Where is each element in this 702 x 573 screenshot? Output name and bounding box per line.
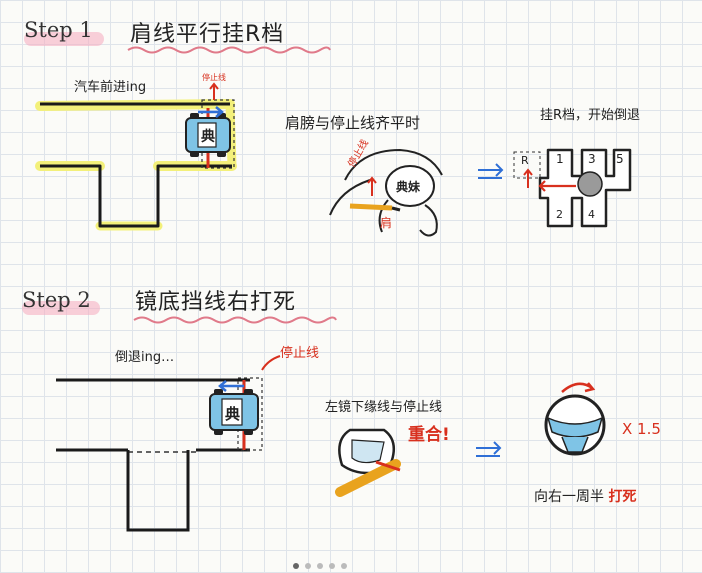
step2-turn-note: 向右一周半 打死 — [534, 486, 636, 506]
step2-title-underline — [133, 316, 337, 324]
carousel-dot[interactable] — [329, 563, 335, 569]
step2-turn-note-prefix: 向右一周半 — [534, 489, 604, 505]
step2-reverse-arrow — [218, 380, 244, 392]
step2-bay — [126, 450, 190, 532]
steering-wheel-icon — [544, 382, 606, 456]
gear-4: 4 — [588, 208, 595, 221]
step1-shoulder-label: 肩 — [380, 216, 393, 230]
gear-2: 2 — [556, 208, 563, 221]
step1-stop-line-label: 停止线 — [202, 73, 226, 82]
mirror-icon — [335, 428, 401, 497]
step1-title: 肩线平行挂R档 — [130, 22, 285, 47]
carousel-dots[interactable] — [290, 554, 350, 573]
step2-reverse-note: 倒退ing… — [115, 350, 175, 365]
step2-car-icon — [209, 389, 259, 435]
carousel-dot[interactable] — [293, 563, 299, 569]
step1-arrow-right-icon — [478, 163, 504, 179]
gear-r: R — [521, 154, 529, 167]
step1-road-line-bottom — [40, 164, 232, 228]
step2-stop-line-label: 停止线 — [280, 346, 320, 361]
step1-car-icon — [185, 113, 231, 157]
step2-coincide: 重合! — [408, 425, 450, 445]
carousel-dot[interactable] — [317, 563, 323, 569]
gear-shift-icon — [513, 148, 632, 228]
step2-arrow-right-icon — [476, 441, 502, 457]
step1-stop-arrow — [209, 82, 219, 100]
step2-title: 镜底挡线右打死 — [135, 290, 297, 315]
step1-label: Step 1 — [24, 18, 93, 42]
step2-multiplier: X 1.5 — [622, 420, 661, 438]
step1-label-highlight — [24, 32, 104, 46]
step1-driver-name: 典妹 — [396, 180, 421, 194]
step1-shoulder-note: 肩膀与停止线齐平时 — [285, 114, 421, 132]
step2-turn-note-emph: 打死 — [608, 489, 637, 505]
gear-3: 3 — [588, 152, 596, 166]
gear-1: 1 — [556, 152, 564, 166]
step1-car-glyph: 典 — [201, 129, 215, 145]
step2-mirror-note: 左镜下缘线与停止线 — [325, 400, 443, 415]
step1-forward-note: 汽车前进ing — [74, 80, 147, 95]
carousel-dot[interactable] — [341, 563, 347, 569]
step1-gear-note: 挂R档，开始倒退 — [540, 108, 641, 123]
step1-dashed-box — [201, 99, 235, 169]
step2-car-glyph: 典 — [225, 405, 241, 423]
step1-driver-icon — [329, 148, 443, 237]
step2-stop-pointer — [261, 355, 281, 371]
carousel-dot[interactable] — [305, 563, 311, 569]
step1-title-underline — [127, 46, 331, 54]
step2-label: Step 2 — [22, 288, 91, 312]
gear-5: 5 — [616, 152, 624, 166]
step2-label-highlight — [22, 301, 100, 315]
step1-forward-arrow — [198, 106, 224, 118]
